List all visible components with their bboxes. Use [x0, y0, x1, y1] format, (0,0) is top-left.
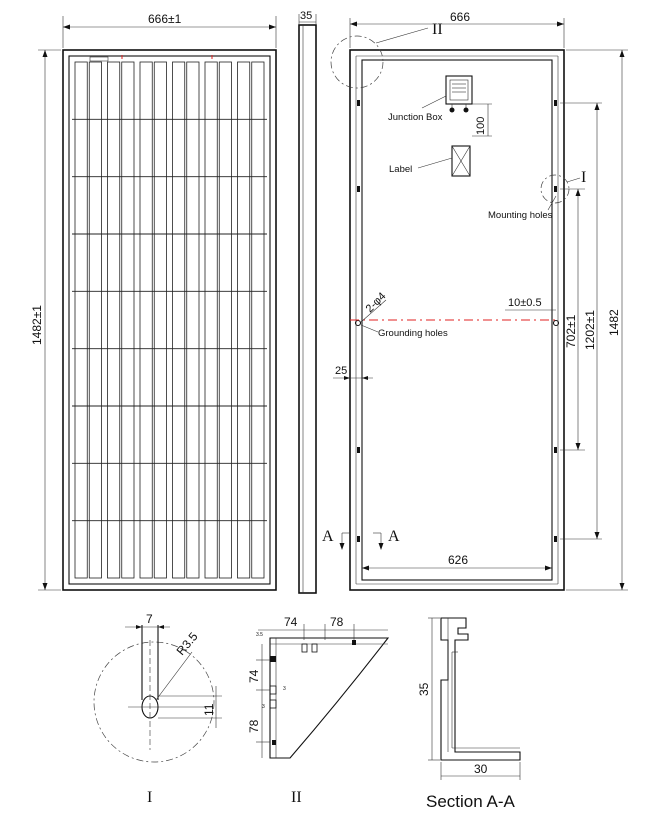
grounding-holes-label: Grounding holes [378, 328, 448, 339]
cell-column-strip [139, 61, 153, 579]
width-dim-arrows [136, 625, 164, 629]
corner-outline [269, 637, 390, 759]
side-frame [298, 24, 317, 594]
connector [463, 107, 469, 113]
detail-ii-small-a: 3.5 [256, 632, 263, 638]
back-view: II 666 Junction Box 100 Label I [322, 10, 628, 591]
section-mark-arrow [339, 543, 345, 550]
detail-i-length: 11 [202, 703, 216, 716]
junction-box [445, 75, 473, 105]
label-box [451, 145, 471, 177]
radius-leader [155, 651, 193, 701]
detail-ii-dim-a: 74 [284, 615, 298, 629]
back-frame-inner [361, 59, 553, 581]
mounting-hole [357, 447, 360, 453]
grounding-leader [360, 324, 379, 333]
detail-ii-small-b: 3 [283, 686, 286, 692]
cell-column-strip [107, 61, 121, 579]
inner-width-label: 626 [448, 553, 468, 567]
mounting-hole [554, 186, 557, 192]
detail-i-leader [566, 177, 581, 183]
back-height-label: 1482 [607, 309, 621, 336]
cell-column-strip [204, 61, 218, 579]
section-height-label: 35 [417, 682, 431, 696]
section-width-label: 30 [474, 762, 488, 776]
label-box-cross [451, 145, 471, 177]
detail-ii-small-c: 3 [262, 704, 265, 710]
cell-column-strip [186, 61, 200, 579]
label-leader [417, 157, 453, 169]
hole-spec-label: 2-φ4 [364, 290, 389, 315]
cell-column-strip [172, 61, 186, 579]
section-caption: Section A-A [426, 792, 515, 811]
detail-ii-circle [330, 35, 384, 89]
section-mark-left: A [322, 528, 334, 545]
cell-column-strip [153, 61, 167, 579]
detail-i-width: 7 [146, 612, 153, 626]
detail-ii-leader [375, 27, 429, 44]
mounting-hole [554, 447, 557, 453]
cell-grid [72, 61, 267, 579]
cell-column-strip [121, 61, 135, 579]
detail-i: 7 R3.5 11 I [93, 612, 222, 806]
corner-hole [352, 640, 356, 645]
hole-spec-leader [360, 299, 387, 323]
corner-hole [269, 685, 277, 695]
detail-ii: 74 78 74 78 3.5 3 3 II [247, 615, 390, 806]
front-frame-inner [68, 55, 271, 585]
junction-box-label: Junction Box [388, 112, 443, 123]
detail-ii-caption: II [291, 789, 302, 806]
front-tab [89, 56, 109, 62]
detail-ii-dim-c: 74 [247, 669, 261, 683]
corner-hole [269, 699, 277, 709]
mount-inner-label: 702±1 [564, 314, 578, 348]
detail-ii-dim-b: 78 [330, 615, 344, 629]
edge-offset-label: 25 [335, 365, 347, 377]
mounting-holes-leader [547, 195, 557, 211]
corner-hole [311, 643, 318, 653]
cell-column-strip [251, 61, 265, 579]
junction-box-inner [449, 79, 469, 101]
hole-offset-label: 10±0.5 [508, 297, 542, 309]
cell-column-strip [218, 61, 232, 579]
detail-i-caption: I [147, 789, 152, 806]
mounting-hole [357, 536, 360, 542]
cell-column-strip [237, 61, 251, 579]
mount-span-label: 1202±1 [583, 310, 597, 350]
corner-hole [270, 656, 276, 662]
side-thickness-label: 35 [300, 10, 312, 22]
mounting-hole [357, 100, 360, 106]
section-aa: 35 30 Section A-A [417, 617, 521, 811]
detail-i-marker: I [581, 169, 586, 186]
jb-offset-label: 100 [475, 117, 487, 135]
mounting-hole [554, 100, 557, 106]
front-view: 666±1 1482±1 [30, 12, 277, 591]
front-width-label: 666±1 [148, 12, 182, 26]
section-mark-right: A [388, 528, 400, 545]
front-frame-outer [62, 49, 277, 591]
mounting-hole [357, 186, 360, 192]
label-callout: Label [389, 164, 412, 175]
back-width-label: 666 [450, 10, 470, 24]
detail-i-outline [93, 641, 215, 763]
mounting-holes-label: Mounting holes [488, 210, 553, 221]
connector [449, 107, 455, 113]
junction-box-leader [421, 95, 447, 109]
corner-hole [301, 643, 308, 653]
grounding-hole [354, 319, 362, 327]
corner-hole [272, 740, 276, 745]
detail-ii-dim-d: 78 [247, 719, 261, 733]
profile-outline [440, 617, 521, 761]
cell-column-strip [74, 61, 88, 579]
mounting-hole [554, 536, 557, 542]
cell-column-strip [88, 61, 102, 579]
section-mark-arrow [378, 543, 384, 550]
grounding-hole [552, 319, 560, 327]
detail-i-radius: R3.5 [174, 629, 201, 658]
detail-ii-marker: II [432, 21, 443, 38]
edge-offset-arrows [344, 376, 368, 380]
front-height-label: 1482±1 [30, 305, 44, 345]
side-view: 35 [298, 10, 317, 594]
